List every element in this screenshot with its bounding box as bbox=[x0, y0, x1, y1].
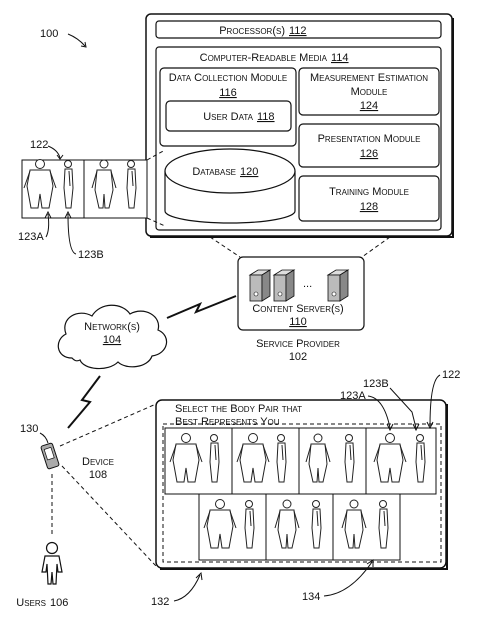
selection-dashed-frame bbox=[162, 423, 442, 563]
server-icon-1 bbox=[248, 269, 272, 302]
data-collection-num: 116 bbox=[219, 87, 237, 99]
wireless-link-lower bbox=[67, 375, 101, 429]
wireless-link-upper bbox=[166, 295, 237, 319]
training-box bbox=[298, 175, 440, 222]
users-num: 106 bbox=[50, 597, 68, 609]
processor-box bbox=[155, 20, 442, 39]
ref-122-right: 122 bbox=[442, 369, 460, 381]
ref-123a-left: 123A bbox=[18, 231, 44, 243]
measurement-num: 124 bbox=[360, 100, 378, 112]
ref-123b-right: 123B bbox=[363, 378, 389, 390]
crm-num: 114 bbox=[331, 52, 349, 64]
body-pair-grid bbox=[164, 427, 437, 561]
server-icon-3 bbox=[326, 269, 350, 302]
training-label: Training Module bbox=[329, 186, 409, 198]
ref-100-arrow bbox=[67, 33, 86, 47]
network-label: Network(s) bbox=[84, 321, 140, 333]
device-icon bbox=[40, 442, 60, 470]
ref-122-left: 122 bbox=[30, 139, 48, 151]
server-icon-2 bbox=[272, 269, 296, 302]
screen-prompt-line2: Best Represents You bbox=[175, 416, 280, 428]
processor-label: Processor(s) bbox=[219, 25, 285, 37]
ref-134: 134 bbox=[302, 591, 320, 603]
server-ellipsis: ... bbox=[303, 278, 312, 290]
database-cylinder bbox=[164, 148, 296, 224]
users-label: Users bbox=[16, 597, 46, 609]
service-provider-label: Service Provider bbox=[256, 338, 340, 350]
dashed-link-left bbox=[146, 149, 166, 161]
content-servers-num: 110 bbox=[289, 316, 307, 328]
user-data-label: User Data bbox=[203, 111, 253, 123]
measurement-box bbox=[298, 67, 440, 116]
body-pair-option[interactable] bbox=[332, 493, 401, 561]
data-collection-label: Data Collection Module bbox=[169, 72, 287, 84]
measurement-label-1: Measurement Estimation bbox=[310, 72, 428, 84]
ref-123b-left: 123B bbox=[78, 249, 104, 261]
content-servers-label: Content Server(s) bbox=[252, 303, 343, 315]
service-provider-num: 102 bbox=[289, 351, 307, 363]
device-num: 108 bbox=[89, 469, 107, 481]
processor-num: 112 bbox=[289, 25, 307, 37]
database-num: 120 bbox=[240, 166, 258, 178]
user-icon bbox=[41, 541, 63, 585]
crm-label: Computer-Readable Media bbox=[200, 52, 328, 64]
device-label: Device bbox=[82, 456, 114, 468]
ref-123a-right: 123A bbox=[340, 390, 366, 402]
device-ref: 130 bbox=[20, 423, 38, 435]
screen-prompt-line1: Select the Body Pair that bbox=[175, 403, 302, 415]
network-num: 104 bbox=[103, 334, 121, 346]
presentation-label: Presentation Module bbox=[318, 133, 421, 145]
body-pair-option[interactable] bbox=[265, 493, 334, 561]
presentation-box bbox=[298, 123, 440, 168]
network-cloud bbox=[57, 304, 168, 370]
user-data-num: 118 bbox=[257, 111, 275, 123]
ref-132: 132 bbox=[151, 596, 169, 608]
ref-100: 100 bbox=[40, 28, 58, 40]
training-num: 128 bbox=[360, 201, 378, 213]
measurement-label-2: Module bbox=[351, 86, 388, 98]
database-label: Database bbox=[192, 166, 236, 178]
user-data-box bbox=[165, 100, 292, 132]
presentation-num: 126 bbox=[360, 148, 378, 160]
